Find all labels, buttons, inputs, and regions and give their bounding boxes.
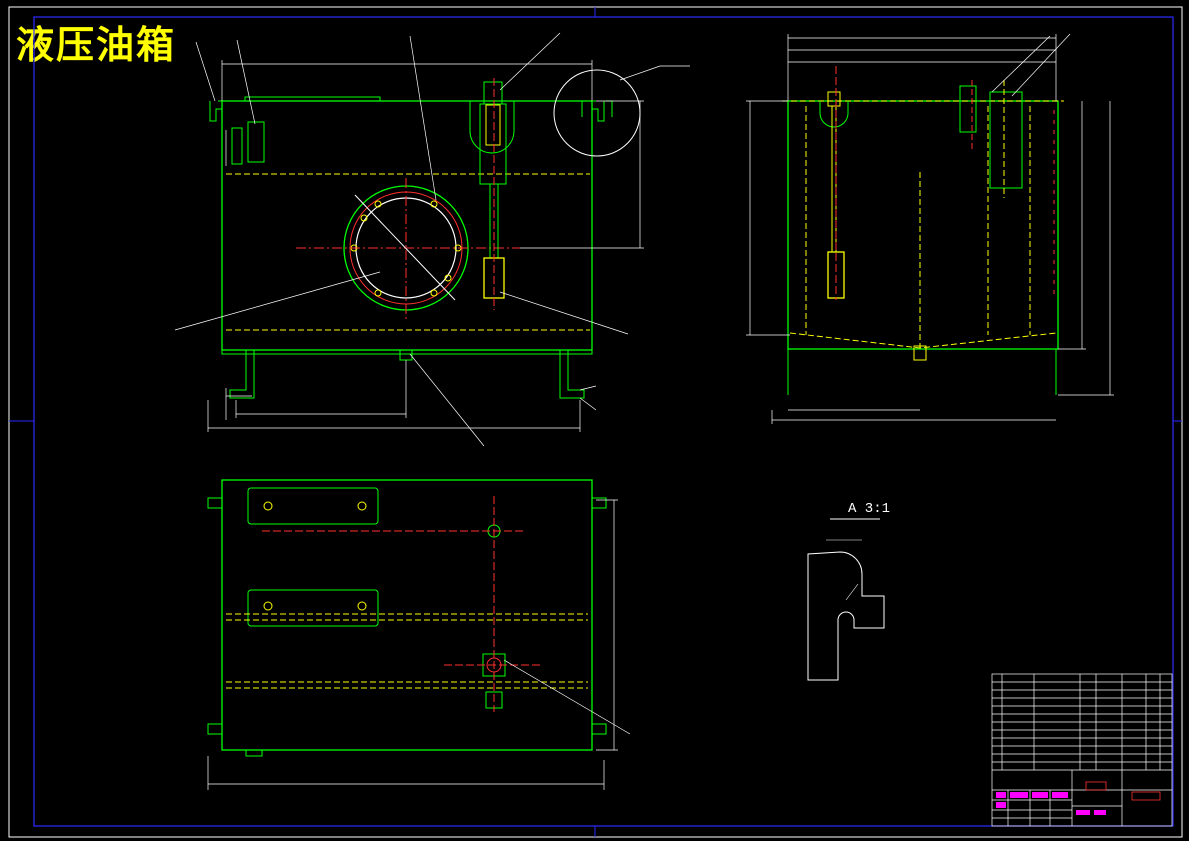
drawing-title: 液压油箱 xyxy=(16,23,177,67)
title-block-fills xyxy=(996,781,1161,815)
title-block xyxy=(991,673,1173,827)
top-view xyxy=(207,479,631,790)
section-detail-a xyxy=(807,518,885,681)
drawing-frame xyxy=(8,6,1183,838)
section-view-label: A 3:1 xyxy=(848,501,891,517)
front-view xyxy=(174,32,690,447)
side-view xyxy=(746,33,1114,424)
